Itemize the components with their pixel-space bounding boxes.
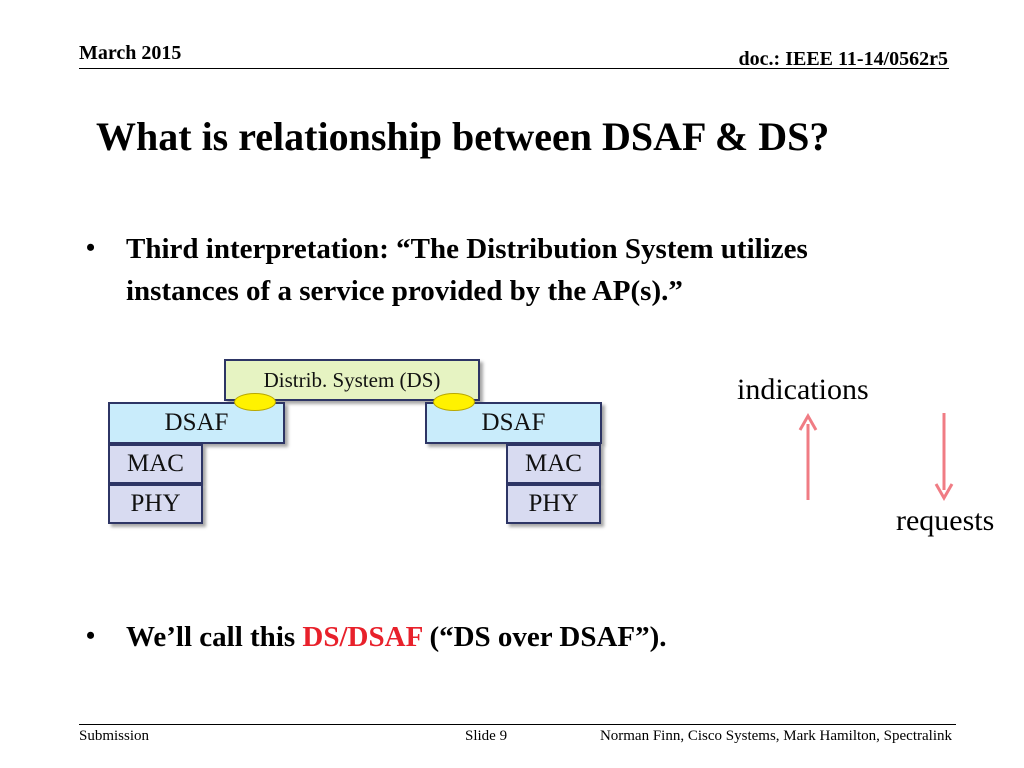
ds-label: Distrib. System (DS) bbox=[263, 367, 441, 392]
left-dsaf-box: DSAF bbox=[108, 402, 285, 444]
bullet-suffix: (“DS over DSAF”). bbox=[422, 621, 667, 653]
right-dsaf-box: DSAF bbox=[425, 402, 602, 444]
header-doc-id: doc.: IEEE 11-14/0562r5 bbox=[738, 48, 948, 70]
footer-divider bbox=[79, 724, 956, 725]
bullet-prefix: We’ll call this bbox=[126, 621, 303, 653]
bullet-text-interpretation: Third interpretation: “The Distribution … bbox=[126, 233, 808, 307]
requests-arrow bbox=[934, 413, 954, 502]
ds-dsaf-highlight: DS/DSAF bbox=[302, 621, 423, 653]
left-service-access-point bbox=[234, 393, 276, 411]
header-divider bbox=[79, 68, 949, 69]
footer-submission: Submission bbox=[79, 728, 150, 744]
right-mac-box: MAC bbox=[506, 444, 601, 484]
requests-label: requests bbox=[896, 504, 995, 537]
indications-label: indications bbox=[737, 373, 869, 406]
left-phy-box: PHY bbox=[108, 484, 203, 524]
slide-title: What is relationship between DSAF & DS? bbox=[96, 114, 830, 159]
left-mac-box: MAC bbox=[108, 444, 203, 484]
right-phy-box: PHY bbox=[506, 484, 601, 524]
header-date: March 2015 bbox=[79, 42, 182, 64]
footer-slide-number: Slide 9 bbox=[465, 728, 508, 744]
indications-arrow bbox=[798, 412, 818, 500]
right-service-access-point bbox=[433, 393, 475, 411]
right-dsaf-label: DSAF bbox=[481, 409, 546, 436]
right-phy-label: PHY bbox=[528, 490, 579, 517]
footer-authors: Norman Finn, Cisco Systems, Mark Hamilto… bbox=[599, 728, 952, 744]
left-dsaf-label: DSAF bbox=[164, 409, 229, 436]
bullet-marker: • bbox=[86, 233, 96, 262]
left-phy-label: PHY bbox=[130, 490, 181, 517]
bullet-marker: • bbox=[86, 621, 96, 650]
right-mac-label: MAC bbox=[525, 450, 582, 477]
bullet-text-ds-dsaf: We’ll call this DS/DSAF (“DS over DSAF”)… bbox=[126, 616, 667, 658]
left-mac-label: MAC bbox=[127, 450, 184, 477]
